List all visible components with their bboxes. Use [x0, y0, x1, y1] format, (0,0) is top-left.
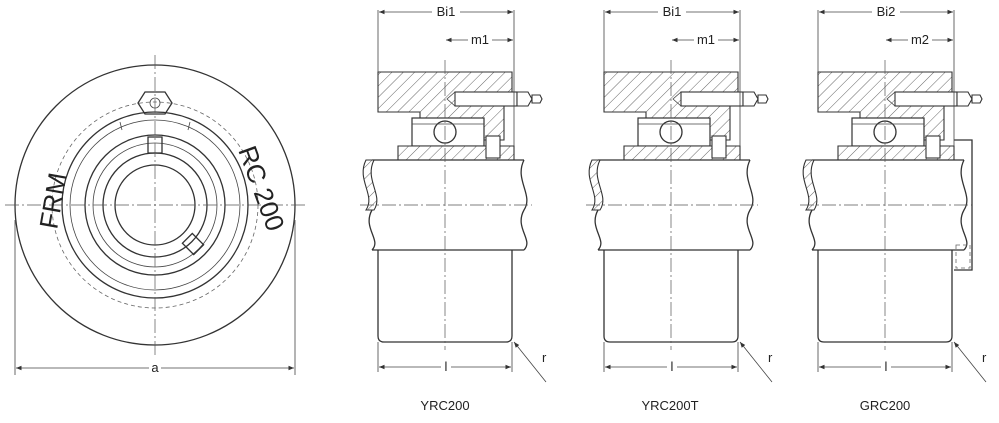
set-screw	[925, 135, 941, 159]
side-view-3: Bi2 m2 l r	[800, 4, 987, 383]
housing-notch	[119, 121, 191, 131]
caption-grc200: GRC200	[860, 398, 911, 413]
set-screw	[711, 135, 727, 159]
radius-leader	[953, 341, 987, 383]
shaft-end-hatch	[588, 159, 604, 211]
dim-a-label: a	[151, 360, 159, 375]
set-screw	[485, 135, 501, 159]
flange-text-rc200: RC 200	[232, 142, 290, 235]
radius-label: r	[982, 350, 987, 365]
collar-screw	[955, 244, 971, 269]
grease-nipple	[956, 91, 983, 107]
dim-length-label: l	[671, 359, 674, 374]
dim-width-label: Bi1	[437, 4, 456, 19]
shaft-outline	[594, 159, 754, 251]
shaft-outline	[368, 159, 528, 251]
grease-bore-tip	[886, 91, 896, 107]
radius-label: r	[542, 350, 547, 365]
grease-channel	[680, 91, 744, 107]
grease-bore-tip	[446, 91, 456, 107]
side-view-1: Bi1 m1 l r	[360, 4, 547, 383]
caption-yrc200t: YRC200T	[641, 398, 698, 413]
bearing-insert	[411, 117, 485, 147]
side-views: Bi1 m1 l r Bi1 m1 l r Bi2 m2 l r	[360, 4, 987, 383]
caption-yrc200: YRC200	[420, 398, 469, 413]
eccentric-collar	[954, 139, 973, 271]
grease-channel	[894, 91, 958, 107]
grease-nipple-icon	[137, 91, 173, 115]
bearing-insert	[637, 117, 711, 147]
dim-length-label: l	[885, 359, 888, 374]
flange-text-frm: FRM	[33, 170, 72, 231]
grease-channel	[454, 91, 518, 107]
dim-offset-label: m2	[911, 32, 929, 47]
radius-label: r	[768, 350, 773, 365]
housing-inner-circle	[69, 119, 241, 291]
dim-width-label: Bi2	[877, 4, 896, 19]
grease-bore-tip	[672, 91, 682, 107]
dim-width-label: Bi1	[663, 4, 682, 19]
dim-length-label: l	[445, 359, 448, 374]
grease-nipple	[742, 91, 769, 107]
side-view-2: Bi1 m1 l r	[586, 4, 773, 383]
radius-leader	[739, 341, 773, 383]
shaft-outline	[808, 159, 968, 251]
set-screw-lower	[181, 232, 205, 256]
front-view: FRM RC 200 a	[5, 55, 305, 375]
dim-offset-label: m1	[697, 32, 715, 47]
grease-nipple	[516, 91, 543, 107]
radius-leader	[513, 341, 547, 383]
shaft-end-hatch	[802, 159, 818, 211]
bearing-insert	[851, 117, 925, 147]
dim-offset-label: m1	[471, 32, 489, 47]
shaft-end-hatch	[362, 159, 378, 211]
